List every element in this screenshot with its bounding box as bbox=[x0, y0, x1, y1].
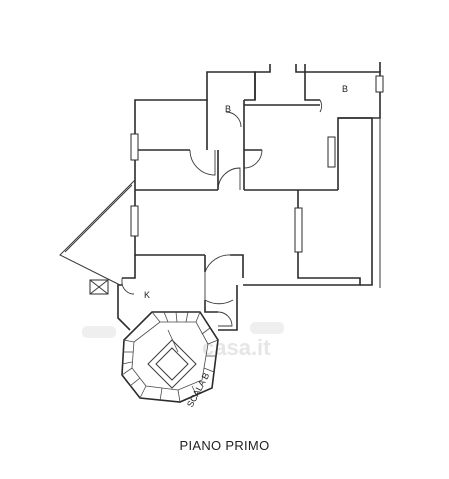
stair-step bbox=[163, 311, 169, 323]
stair-step bbox=[121, 367, 133, 376]
window bbox=[130, 205, 139, 237]
wall bbox=[204, 300, 218, 313]
door-swing bbox=[225, 111, 242, 128]
watermark-shape bbox=[250, 322, 284, 334]
door-swing bbox=[204, 272, 234, 305]
stair-step bbox=[159, 387, 163, 402]
door-swing bbox=[243, 149, 263, 169]
door-swing bbox=[217, 311, 233, 327]
wall bbox=[134, 71, 256, 190]
doors bbox=[121, 99, 322, 327]
stair-step bbox=[151, 311, 161, 323]
stair-step bbox=[185, 311, 189, 323]
balcony-rail bbox=[59, 179, 136, 286]
wall bbox=[134, 190, 205, 256]
windows bbox=[89, 75, 384, 295]
stair-step bbox=[129, 377, 141, 387]
window bbox=[294, 207, 303, 253]
stair-step bbox=[191, 385, 198, 397]
window bbox=[375, 75, 384, 93]
window-mark bbox=[89, 279, 109, 295]
watermark: casa.it bbox=[82, 322, 284, 360]
wall bbox=[218, 285, 238, 331]
wall bbox=[372, 117, 381, 288]
wall bbox=[295, 64, 320, 101]
door-swing bbox=[217, 167, 241, 191]
stair-step bbox=[177, 389, 181, 403]
balcony-rail bbox=[64, 184, 133, 253]
door-swing bbox=[204, 254, 232, 273]
stair-step bbox=[121, 361, 133, 365]
stair-step bbox=[207, 339, 219, 345]
room-label-bathroom-top-right: B bbox=[342, 84, 348, 94]
stair-well bbox=[155, 347, 189, 381]
room-label-kitchen: K bbox=[144, 290, 150, 300]
inner-walls bbox=[135, 100, 338, 191]
stair-step bbox=[201, 327, 211, 335]
door-swing bbox=[121, 278, 135, 295]
stair-step bbox=[203, 367, 215, 373]
wall bbox=[122, 255, 136, 279]
wall bbox=[230, 254, 244, 278]
stair-step bbox=[175, 311, 178, 323]
stair-step bbox=[195, 311, 201, 323]
stair-well bbox=[147, 339, 197, 389]
stair-step bbox=[123, 339, 135, 343]
wall bbox=[117, 284, 131, 331]
room-label-bathroom-center: B bbox=[225, 104, 231, 114]
wall bbox=[254, 64, 271, 100]
watermark-shape bbox=[82, 326, 116, 338]
door-swing bbox=[189, 149, 216, 176]
stair-step bbox=[139, 385, 147, 399]
wall bbox=[338, 117, 373, 286]
window bbox=[327, 136, 336, 168]
stair-arrow bbox=[167, 329, 179, 353]
staircase bbox=[121, 311, 219, 403]
stair-inner bbox=[131, 321, 209, 391]
window bbox=[130, 133, 139, 161]
door-swing bbox=[319, 99, 322, 113]
plan-title: PIANO PRIMO bbox=[179, 438, 270, 453]
